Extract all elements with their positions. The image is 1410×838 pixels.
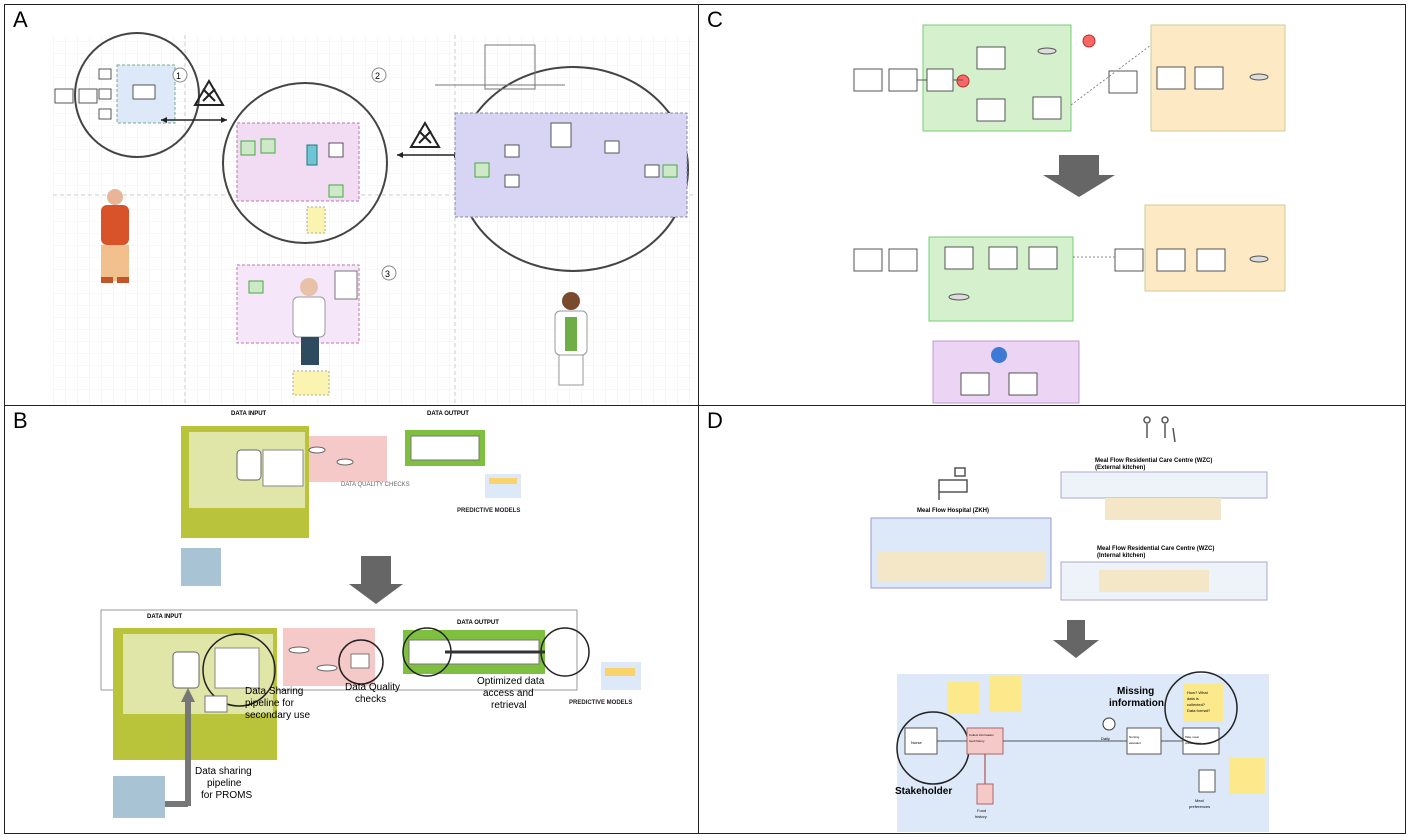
sticky-how-line3: collected?	[1187, 702, 1206, 707]
top-data-output: DATA OUTPUT	[427, 411, 469, 417]
diagram-a: 1 2	[53, 32, 693, 405]
panel-d: D Meal Flow Hospital (ZKH) Meal Flow Res…	[698, 405, 1406, 834]
daily-label: Daily	[1101, 736, 1110, 741]
optimized-line2: access and	[483, 688, 534, 699]
stakeholder-label: Stakeholder	[895, 786, 952, 797]
top-data-input: DATA INPUT	[231, 411, 267, 417]
food-history-line2: history	[975, 814, 987, 819]
proms-line1: Data sharing	[195, 766, 252, 777]
diagram-b: DATA INPUT DATA OUTPUT DATA QUALITY CHEC…	[100, 411, 641, 818]
rcc-internal-line2: (Internal kitchen)	[1097, 553, 1145, 559]
panel-b: B DATA INPUT DATA OUTPUT DATA QUALITY CH…	[4, 405, 699, 834]
proms-line3: for PROMS	[201, 790, 252, 801]
rcc-external-line2: (External kitchen)	[1095, 465, 1145, 471]
rcc-external-line1: Meal Flow Residential Care Centre (WZC)	[1095, 458, 1212, 464]
pipeline-secondary-line3: secondary use	[245, 710, 310, 721]
hospital-bed-icon	[938, 467, 968, 500]
marker-3: 3	[385, 269, 390, 279]
nursing-line2: assistant	[1129, 741, 1141, 745]
quality-checks-line2: checks	[355, 694, 386, 705]
quality-checks-line1: Data Quality	[345, 682, 400, 693]
collect-line2: food history	[969, 739, 985, 743]
hospital-label: Meal Flow Hospital (ZKH)	[917, 508, 989, 514]
rcc-internal-line1: Meal Flow Residential Care Centre (WZC)	[1097, 546, 1214, 552]
focus-circle-2	[222, 82, 388, 244]
panel-c: C	[698, 4, 1406, 406]
diagram-d: Meal Flow Hospital (ZKH) Meal Flow Resid…	[870, 416, 1269, 832]
missing-line2: information	[1109, 698, 1164, 709]
panel-a: A 1 2	[4, 4, 699, 406]
diagram-c	[853, 24, 1286, 404]
marker-1: 1	[176, 71, 181, 81]
missing-line1: Missing	[1117, 686, 1154, 697]
meal-pref-line1: Meal	[1195, 798, 1204, 803]
pipeline-secondary-line2: pipeline for	[245, 698, 295, 709]
meal-pref-line2: preferences	[1189, 804, 1210, 809]
sticky-how-line2: data is	[1187, 696, 1199, 701]
collect-line1: Collect information	[969, 733, 994, 737]
sticky-how-line4: Data format?	[1187, 708, 1211, 713]
optimized-line1: Optimized data	[477, 676, 545, 687]
panel-label-a: A	[13, 7, 28, 32]
female-doctor-illustration	[554, 292, 588, 386]
marker-2: 2	[375, 71, 380, 81]
nursing-line1: Nursing	[1129, 735, 1140, 739]
sticky-how-line1: How? What	[1187, 690, 1209, 695]
panel-label-c: C	[707, 7, 723, 32]
elderly-person-illustration	[101, 189, 129, 283]
doctor-illustration	[292, 278, 326, 365]
bottom-data-output: DATA OUTPUT	[457, 620, 499, 626]
pipeline-secondary-line1: Data Sharing	[245, 686, 303, 697]
optimized-line3: retrieval	[491, 700, 527, 711]
focus-circle-1	[74, 32, 200, 158]
bottom-predictive: PREDICTIVE MODELS	[569, 700, 632, 706]
top-data-quality: DATA QUALITY CHECKS	[341, 482, 410, 488]
elderly-couple-icon	[1143, 416, 1176, 443]
proms-line2: pipeline	[207, 778, 242, 789]
food-history-line1: Food	[977, 808, 986, 813]
panel-label-d: D	[707, 408, 723, 433]
nurse-label: Nurse	[911, 740, 922, 745]
panel-label-b: B	[13, 408, 28, 433]
take-meal-line1: Take meal	[1185, 735, 1199, 739]
bottom-data-input: DATA INPUT	[147, 614, 183, 620]
top-predictive: PREDICTIVE MODELS	[457, 508, 520, 514]
